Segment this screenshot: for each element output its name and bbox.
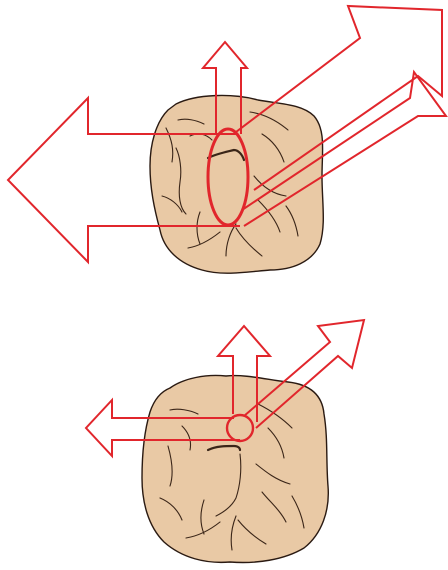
- upper-tooth-figure: [8, 6, 446, 273]
- lower-tooth-crown: [142, 376, 328, 563]
- upper-tooth-crown: [150, 95, 323, 273]
- lower-tooth: [142, 376, 328, 563]
- upper-tooth: [150, 95, 323, 273]
- lower-tooth-figure: [86, 320, 364, 562]
